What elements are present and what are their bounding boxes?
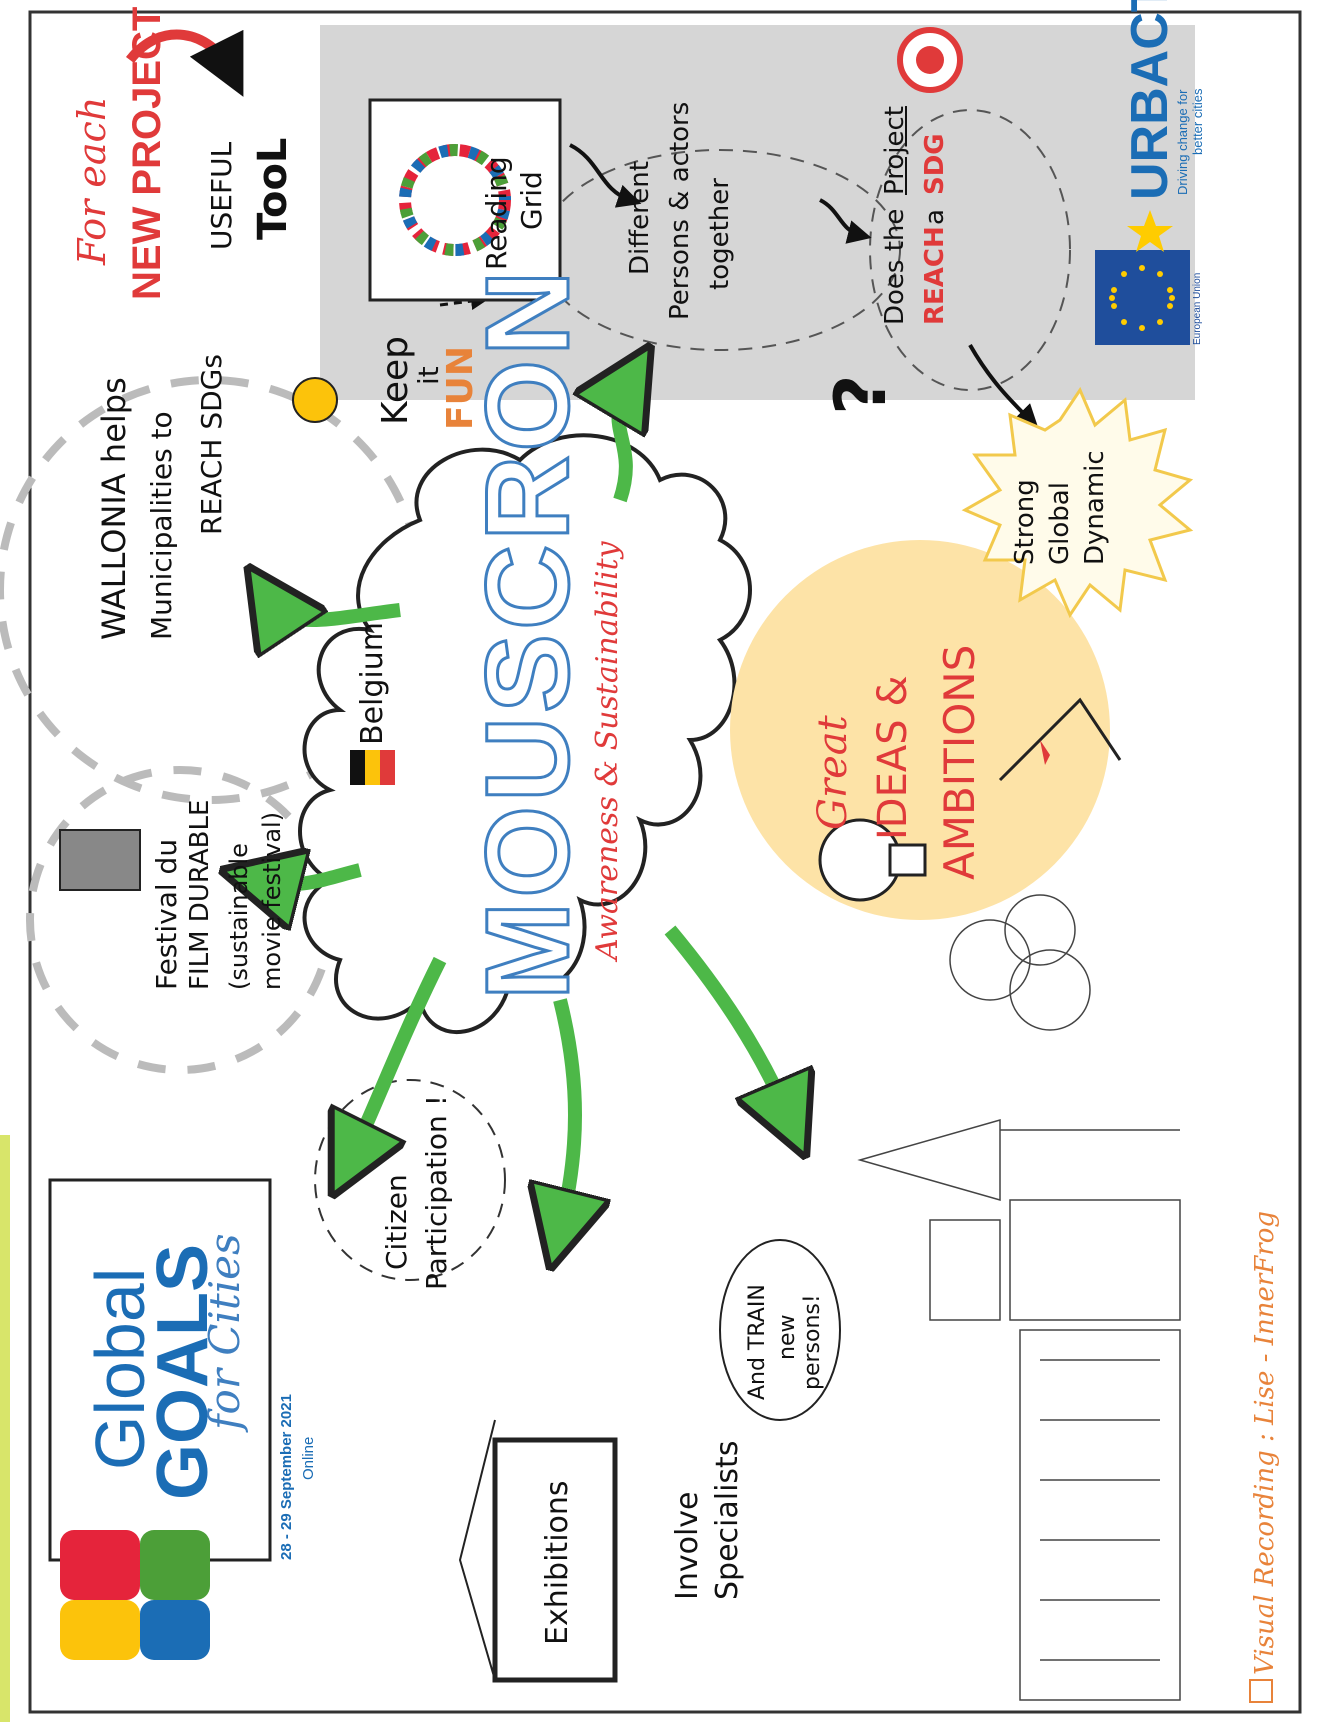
logo-online-text: Online [300, 1436, 317, 1480]
urbact-tagline-2: better cities [1190, 88, 1205, 155]
reading-text: Reading [480, 156, 513, 270]
logo-dates-text: 28 - 29 September 2021 [278, 1394, 295, 1560]
for-each-text: For each [70, 96, 114, 265]
exhibitions-board [492, 1437, 618, 1683]
dynamic-line-1: Strong [1010, 479, 1040, 565]
left-accent-bar [0, 1135, 10, 1722]
dynamic-line-2: Global [1045, 482, 1075, 565]
film-line-1: Festival du [150, 838, 183, 990]
eu-label: European Union [1192, 272, 1203, 345]
wallonia-line-3: REACH SDGs [195, 354, 228, 535]
reading-grid-card [368, 98, 562, 302]
arrow-grid-to-persons [569, 143, 642, 208]
arrow-to-wallonia [270, 600, 401, 620]
reach-line-1: Does the [880, 208, 910, 325]
arrow-persons-to-reach [818, 198, 872, 244]
logo-puzzle-blue-icon [140, 1600, 210, 1660]
ideas-line-3: AMBITIONS [935, 644, 984, 880]
logo-banner [48, 1178, 272, 1562]
arrow-to-fun [618, 380, 630, 503]
credit-text: Visual Recording : Lise - InnerFrog [1250, 1210, 1280, 1675]
grid-text: Grid [515, 171, 548, 230]
exhibitions-label: Exhibitions [540, 1480, 575, 1645]
persons-line-3: together [705, 178, 735, 290]
film-camera-icon [59, 829, 141, 891]
new-project-text: NEW PROJECT [125, 6, 169, 300]
reach-dashed-ellipse [869, 109, 1071, 391]
ideas-sun [730, 540, 1110, 920]
fun-keep: Keep [375, 336, 416, 425]
reach-question-mark: ? [820, 374, 902, 415]
fun-fun: FUN [440, 346, 481, 430]
reach-project: Project [880, 106, 910, 195]
citizen-line-2: Participation ! [420, 1095, 453, 1290]
logo-puzzle-green-icon [140, 1530, 210, 1600]
credit-logo-icon [1249, 1679, 1273, 1703]
film-line-3: (sustainable [225, 843, 253, 990]
arrow-to-citizen [350, 956, 447, 1160]
wallonia-line-1: WALLONIA helps [95, 377, 133, 640]
persons-line-2: Persons & actors [665, 101, 695, 320]
belgium-flag-icon [350, 750, 365, 785]
persons-dashed-ellipse [539, 149, 901, 351]
town-sketch [857, 894, 1181, 1701]
citizen-dashed-ellipse [314, 1079, 506, 1281]
reach-line-2: REACH [920, 226, 950, 325]
wallonia-line-2: Municipalities to [145, 411, 178, 640]
film-line-2: FILM DURABLE [185, 799, 215, 990]
dynamic-starburst [961, 386, 1194, 619]
red-curved-arrow-icon [126, 29, 244, 97]
useful-text: USEFUL [205, 141, 238, 250]
logo-puzzle-red-icon [60, 1530, 140, 1600]
arrow-to-exhibitions [560, 998, 575, 1230]
belgium-label: Belgium [355, 622, 390, 745]
specialists-line-2: Specialists [710, 1440, 745, 1600]
train-line-1: And TRAIN [745, 1284, 770, 1400]
smiley-face-icon [292, 377, 338, 423]
ideas-line-2: IDEAS & [870, 675, 916, 840]
logo-for-cities-text: for Cities [200, 1233, 249, 1430]
logo-puzzle-yellow-icon [60, 1600, 140, 1660]
arrow-reach-to-dynamic [968, 344, 1039, 429]
train-line-3: persons! [800, 1294, 825, 1390]
train-line-2: new [775, 1314, 800, 1360]
mouscron-cloud [298, 433, 752, 1035]
ideas-line-1: Great [810, 715, 856, 830]
outer-frame [28, 10, 1302, 1714]
urbact-tagline-1: Driving change for [1175, 89, 1190, 196]
mouscron-subtitle: Awareness & Sustainability [590, 541, 625, 960]
dynamic-line-3: Dynamic [1080, 450, 1110, 565]
film-line-4: movie festival) [258, 811, 286, 990]
mountain-flag-icon [998, 697, 1122, 782]
arrow-to-specialists [664, 925, 790, 1120]
specialists-speech-bubble [719, 1239, 841, 1421]
urbact-name: URBACT [1121, 0, 1179, 200]
reach-sdg: SDG [920, 133, 950, 195]
persons-line-1: Different [625, 161, 655, 275]
urbact-star-icon [1127, 210, 1173, 252]
citizen-line-1: Citizen [380, 1174, 413, 1270]
reach-a: a [920, 209, 950, 225]
arrow-to-film [260, 870, 362, 884]
tool-text: TooL [250, 137, 296, 240]
specialists-line-1: Involve [670, 1491, 705, 1600]
